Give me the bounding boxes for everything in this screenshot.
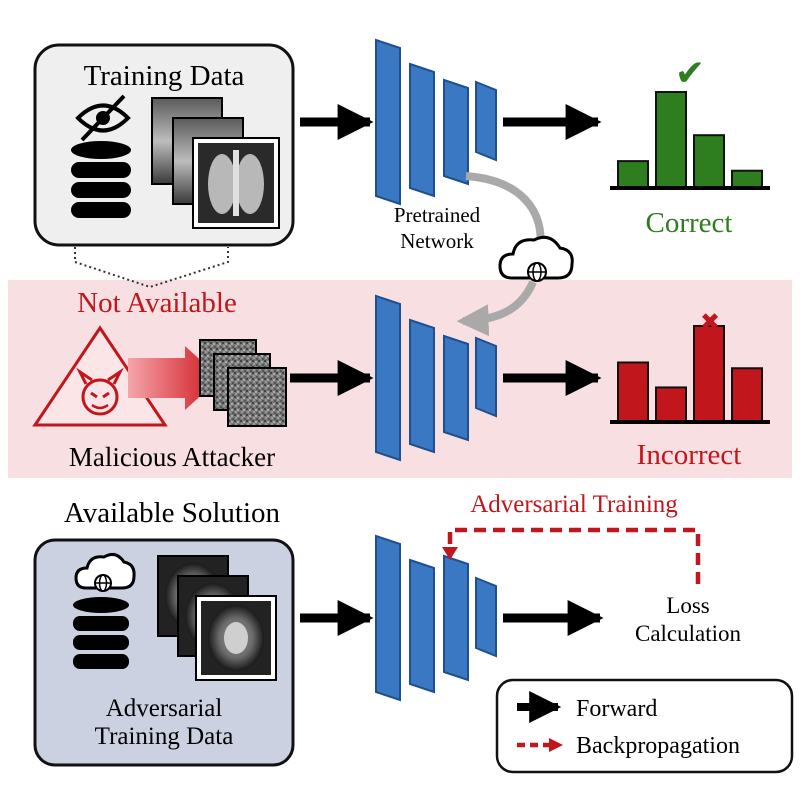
loss-label-line1: Loss xyxy=(666,593,710,618)
adversarial-noise-images xyxy=(199,339,287,427)
backpropagation-dashed-path xyxy=(447,527,701,584)
correct-histogram-bar-2 xyxy=(655,91,687,189)
pretrained-label-line2: Network xyxy=(400,229,474,253)
loss-label-line2: Calculation xyxy=(635,621,742,646)
attacked-network xyxy=(375,294,497,462)
incorrect-histogram-bar-3 xyxy=(693,325,725,423)
cloud-globe-icon xyxy=(498,235,574,282)
adversarial-training-label: Adversarial Training xyxy=(470,491,678,518)
malicious-attacker-label: Malicious Attacker xyxy=(69,442,275,472)
unavailable-dotted-arrow xyxy=(74,247,229,289)
incorrect-histogram-bar-1 xyxy=(617,361,649,424)
backpropagation-arrowhead xyxy=(442,547,458,560)
not-available-label: Not Available xyxy=(77,287,237,319)
adversarial-data-label-line1: Adversarial xyxy=(106,695,223,722)
database-icon-small xyxy=(73,597,129,669)
incorrect-output-histogram xyxy=(610,325,770,424)
database-icon xyxy=(71,141,131,218)
available-solution-heading: Available Solution xyxy=(64,497,281,529)
legend-backprop-label: Backpropagation xyxy=(576,733,740,759)
correct-histogram-bar-3 xyxy=(693,134,725,189)
training-data-panel: Training Data xyxy=(33,43,295,247)
attack-injection-arrow xyxy=(128,346,220,410)
correct-label: Correct xyxy=(646,207,733,239)
correct-histogram-bar-4 xyxy=(731,169,763,190)
weights-transfer-arrow-bottom xyxy=(456,280,537,337)
legend-forward-label: Forward xyxy=(576,696,657,722)
chest-xray-images xyxy=(151,97,280,229)
adversarial-data-label-line2: Training Data xyxy=(95,723,234,750)
incorrect-histogram-bar-4 xyxy=(731,367,763,423)
eye-slash-icon xyxy=(75,94,131,142)
training-data-title: Training Data xyxy=(84,60,245,92)
legend-backprop-arrowhead xyxy=(549,738,563,752)
adversarially-trained-network xyxy=(375,534,497,702)
pretrained-network xyxy=(375,38,497,206)
cross-mark-icon: ✖ xyxy=(700,308,720,336)
adversarial-training-data-panel: Adversarial Training Data xyxy=(33,538,295,767)
pretrained-label-line1: Pretrained xyxy=(394,203,481,227)
cloud-globe-icon-small xyxy=(74,552,136,592)
incorrect-label: Incorrect xyxy=(637,439,742,471)
check-mark-icon: ✔ xyxy=(675,53,705,94)
incorrect-histogram-bar-2 xyxy=(655,386,687,424)
correct-histogram-bar-1 xyxy=(617,160,649,189)
legend: Forward Backpropagation xyxy=(495,678,794,774)
brain-ct-images xyxy=(157,555,277,681)
correct-output-histogram xyxy=(610,91,770,190)
